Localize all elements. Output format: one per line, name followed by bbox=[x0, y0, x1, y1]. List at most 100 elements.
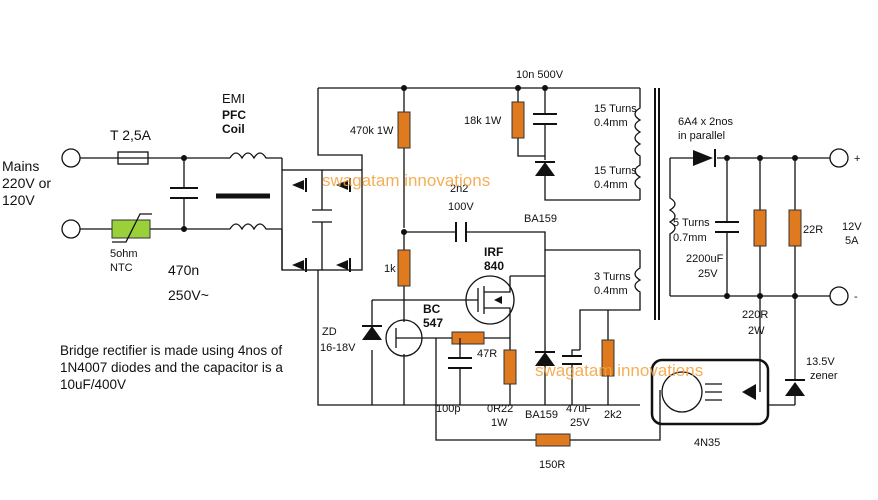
mosfet-label-1: IRF bbox=[484, 245, 503, 259]
out-diode bbox=[693, 150, 713, 166]
d-aux-label: BA159 bbox=[525, 409, 558, 421]
mains-label: Mains 220V or 120V bbox=[2, 158, 51, 209]
out-diode-label-2: in parallel bbox=[678, 130, 725, 142]
fuse-label: T 2,5A bbox=[110, 127, 152, 143]
r470k bbox=[397, 111, 411, 149]
mosfet-connect bbox=[404, 275, 545, 301]
r2k2-label: 2k2 bbox=[604, 409, 622, 421]
aux-label-1: 3 Turns bbox=[594, 271, 631, 283]
mains-label-1: Mains bbox=[2, 158, 40, 174]
mains-terminal-top bbox=[61, 148, 81, 168]
drain-node bbox=[544, 176, 640, 201]
r1k bbox=[397, 249, 411, 287]
aux-label-2: 0.4mm bbox=[594, 285, 628, 297]
r2k2 bbox=[601, 339, 615, 377]
opto-transistor bbox=[661, 371, 703, 413]
r18k-leads bbox=[517, 88, 545, 157]
ntc-label-2: NTC bbox=[110, 262, 133, 274]
bridge-diodes bbox=[292, 180, 348, 270]
prim2-label-1: 15 Turns bbox=[594, 165, 637, 177]
c2n2-label-2: 100V bbox=[448, 201, 474, 213]
sec-label-1: 5 Turns bbox=[673, 217, 710, 229]
emi-coil-top bbox=[229, 152, 282, 160]
zener-out-label-2: zener bbox=[810, 370, 838, 382]
emi-label-1: EMI bbox=[222, 91, 245, 106]
bc547-leads bbox=[395, 300, 440, 405]
mosfet-drain bbox=[544, 249, 640, 300]
r18k-label: 18k 1W bbox=[464, 115, 502, 127]
c10n bbox=[533, 113, 557, 125]
sec-label-2: 0.7mm bbox=[673, 232, 707, 244]
d-aux bbox=[535, 352, 555, 366]
emi-label-3: Coil bbox=[222, 122, 245, 136]
r150 bbox=[535, 433, 571, 447]
emi-coil-bottom bbox=[229, 223, 282, 231]
optocoupler-4n35 bbox=[650, 358, 770, 426]
rsense-label-2: 1W bbox=[491, 417, 508, 429]
zd-label-1: ZD bbox=[322, 326, 337, 338]
c100p bbox=[448, 357, 472, 369]
c47u-label-1: 47uF bbox=[566, 403, 591, 415]
output-minus: - bbox=[854, 291, 858, 303]
r1k-label: 1k bbox=[384, 263, 396, 275]
zd-label-2: 16-18V bbox=[320, 342, 356, 354]
watermark-bottom: swagatam innovations bbox=[535, 361, 703, 380]
d-snubber-label: BA159 bbox=[524, 213, 557, 225]
opto-led bbox=[742, 384, 756, 400]
output-plus: + bbox=[854, 153, 860, 165]
r47-label: 47R bbox=[477, 348, 497, 360]
ntc-slash bbox=[112, 213, 152, 243]
c100p-label: 100p bbox=[436, 403, 460, 415]
out-terminal-neg bbox=[829, 286, 849, 306]
rsense bbox=[503, 349, 517, 385]
c2n2-label-1: 2n2 bbox=[450, 183, 468, 195]
r220-label-1: 220R bbox=[742, 309, 768, 321]
c47u bbox=[562, 355, 582, 365]
prim1-label-1: 15 Turns bbox=[594, 103, 637, 115]
x-capacitor bbox=[170, 187, 198, 199]
output-voltage: 12V bbox=[842, 221, 862, 233]
zd-diode bbox=[362, 326, 382, 340]
out-terminal-pos bbox=[829, 148, 849, 168]
mains-label-2: 220V or bbox=[2, 175, 52, 191]
c10n-label: 10n 500V bbox=[516, 69, 564, 81]
rsense-label-1: 0R22 bbox=[487, 403, 513, 415]
out-cap-label-1: 2200uF bbox=[686, 253, 724, 265]
ntc-thermistor bbox=[111, 219, 151, 239]
prim1-label-2: 0.4mm bbox=[594, 117, 628, 129]
output-current: 5A bbox=[845, 235, 859, 247]
prim2-label-2: 0.4mm bbox=[594, 179, 628, 191]
mosfet-leads bbox=[477, 276, 511, 325]
r22-label: 22R bbox=[803, 224, 823, 236]
bc547-label-1: BC bbox=[423, 302, 441, 316]
bulk-capacitor bbox=[312, 170, 332, 270]
out-diode-label-1: 6A4 x 2nos bbox=[678, 116, 734, 128]
hv-rail-up bbox=[317, 88, 363, 170]
r220-label-2: 2W bbox=[748, 325, 765, 337]
r220 bbox=[753, 209, 767, 247]
zener-out-label-1: 13.5V bbox=[806, 356, 835, 368]
mains-label-3: 120V bbox=[2, 192, 35, 208]
aux-winding bbox=[579, 250, 642, 350]
fb-leads bbox=[435, 338, 661, 441]
watermark-top: swagatam innovations bbox=[322, 171, 490, 190]
r470k-label: 470k 1W bbox=[350, 125, 394, 137]
zd-leads bbox=[371, 299, 404, 405]
c2n2-leads bbox=[404, 231, 546, 250]
emi-label-2: PFC bbox=[222, 108, 246, 122]
mosfet-arrow bbox=[494, 296, 502, 304]
r47 bbox=[451, 331, 485, 345]
ntc-label-1: 5ohm bbox=[110, 248, 138, 260]
xcap-value: 470n bbox=[168, 262, 199, 278]
secondary-winding bbox=[668, 158, 676, 296]
c2n2 bbox=[455, 222, 467, 242]
bridge-note: Bridge rectifier is made using 4nos of 1… bbox=[60, 343, 283, 392]
r22-leads bbox=[759, 158, 796, 405]
primary-winding bbox=[634, 88, 642, 200]
c47u-label-2: 25V bbox=[570, 417, 590, 429]
xcap-rating: 250V~ bbox=[168, 287, 209, 303]
opto-light bbox=[705, 383, 722, 401]
d-snubber bbox=[535, 162, 555, 176]
